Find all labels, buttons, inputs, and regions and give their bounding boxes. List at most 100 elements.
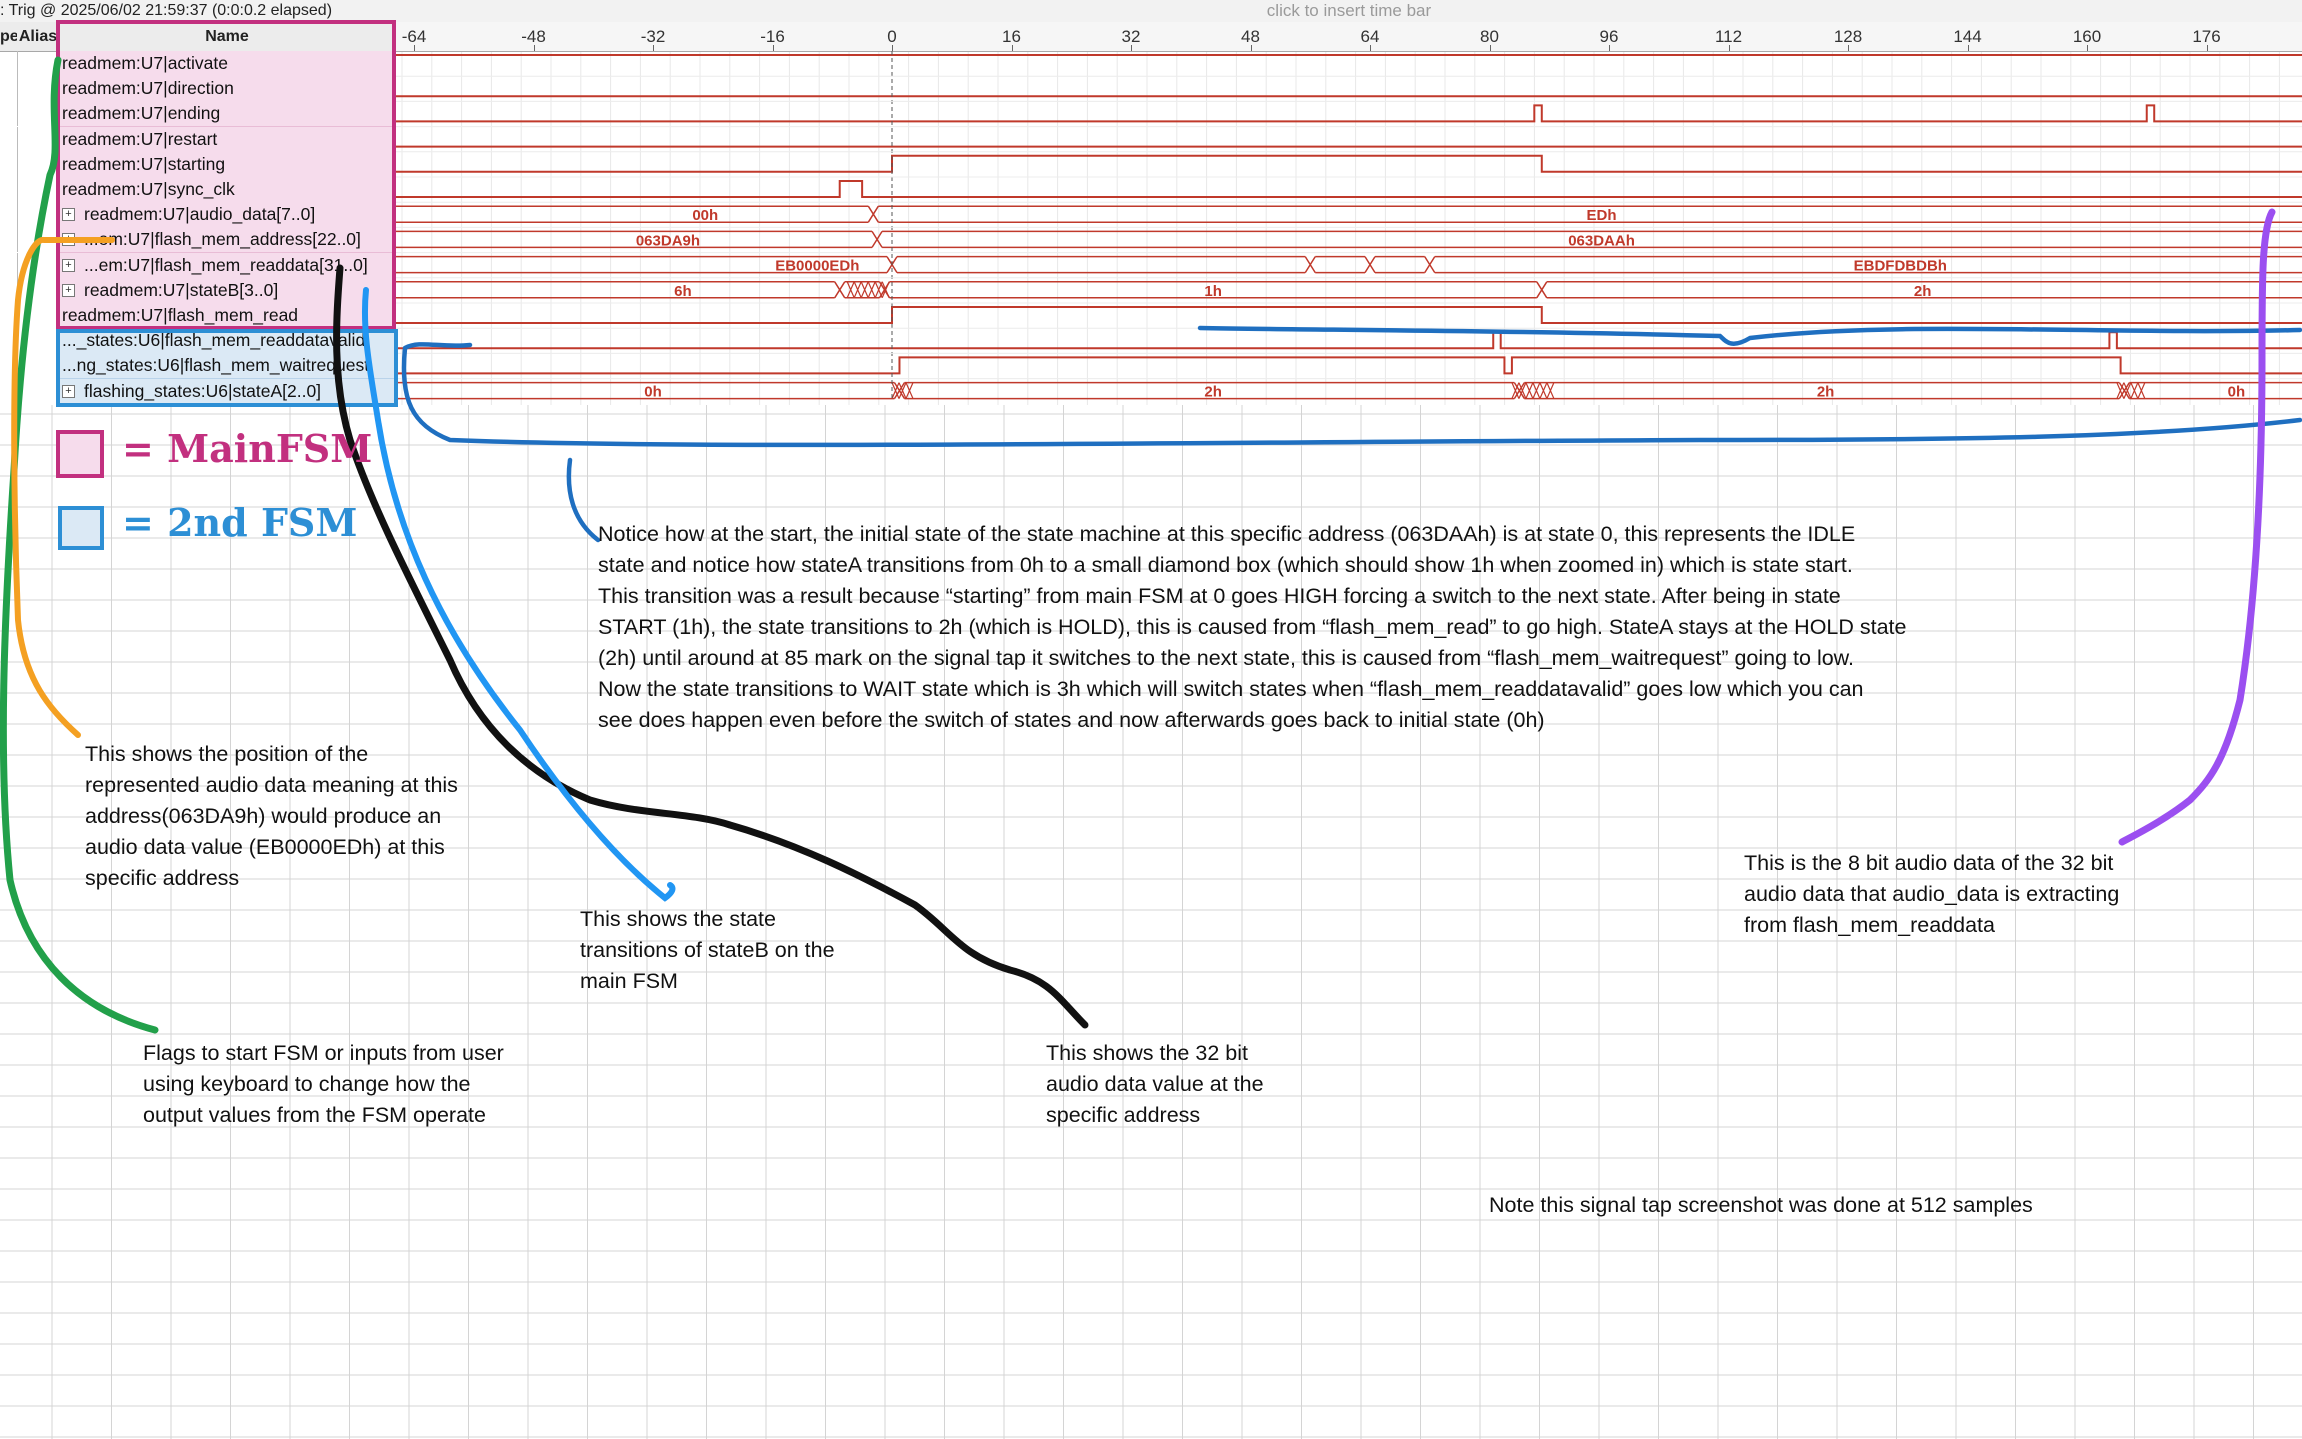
alias-cell xyxy=(18,76,59,102)
ruler-tick-label: 0 xyxy=(887,27,897,46)
ruler-tick-label: 128 xyxy=(1833,27,1863,46)
signal-row[interactable]: readmem:U7|starting xyxy=(0,151,396,178)
note-line: (2h) until around at 85 mark on the sign… xyxy=(598,646,1854,670)
note-line: specific address xyxy=(85,866,240,890)
bus-value-label: EDh xyxy=(1587,207,1617,224)
note-line: using keyboard to change how the xyxy=(143,1072,471,1096)
note-line: audio data value at the xyxy=(1046,1072,1264,1096)
signal-row[interactable]: readmem:U7|direction xyxy=(0,76,396,103)
type-cell xyxy=(0,328,18,354)
note-line: This shows the state xyxy=(580,907,776,931)
signal-row[interactable]: ..._states:U6|flash_mem_readdatavalid xyxy=(0,328,396,355)
bus-transition xyxy=(1525,382,1534,399)
bus-transition xyxy=(834,281,846,299)
alias-cell xyxy=(18,353,59,379)
signal-row[interactable]: ...ng_states:U6|flash_mem_waitrequest xyxy=(0,353,396,380)
stateB-annotation: This shows the state transitions of stat… xyxy=(580,904,835,997)
alias-cell xyxy=(18,101,59,127)
signal-name: readmem:U7|flash_mem_read xyxy=(62,305,299,325)
expand-bus-icon[interactable]: + xyxy=(62,384,75,398)
signal-row[interactable]: +flashing_states:U6|stateA[2..0] xyxy=(0,378,396,405)
insert-time-bar[interactable]: click to insert time bar xyxy=(1266,1,1432,20)
note-line: Now the state transitions to WAIT state … xyxy=(598,677,1864,701)
signal-name: ...em:U7|flash_mem_readdata[31..0] xyxy=(84,254,368,275)
bus-value-label: 0h xyxy=(644,384,662,401)
digital-waveform xyxy=(396,331,2302,350)
type-cell xyxy=(0,76,18,102)
alias-cell xyxy=(18,378,59,404)
expand-bus-icon[interactable]: + xyxy=(62,283,75,297)
note-line: specific address xyxy=(1046,1103,1201,1127)
signal-row[interactable]: readmem:U7|sync_clk xyxy=(0,177,396,203)
signal-name: readmem:U7|starting xyxy=(62,153,226,174)
signal-row[interactable]: readmem:U7|restart xyxy=(0,126,396,153)
ruler-tick-label: -16 xyxy=(760,27,785,46)
signal-row[interactable]: readmem:U7|activate xyxy=(0,51,396,77)
bus-transition xyxy=(874,281,883,299)
signal-name: ..._states:U6|flash_mem_readdatavalid xyxy=(62,330,366,351)
alias-cell xyxy=(18,51,59,76)
alias-column-header[interactable]: Alias xyxy=(18,28,58,45)
ruler-tick xyxy=(1011,45,1013,51)
name-column-header[interactable]: Name xyxy=(205,28,249,45)
type-cell xyxy=(0,202,18,228)
ruler-tick-label: 32 xyxy=(1121,27,1141,46)
note-line: This transition was a result because “st… xyxy=(598,584,1841,608)
type-cell xyxy=(0,378,18,404)
signal-row[interactable]: +...em:U7|flash_mem_address[22..0] xyxy=(0,227,396,254)
type-cell xyxy=(0,177,18,202)
bus-transition xyxy=(867,281,876,299)
note-line: Flags to start FSM or inputs from user xyxy=(143,1041,504,1065)
ruler-tick xyxy=(772,45,774,51)
ruler-tick-label: 48 xyxy=(1241,27,1260,46)
note-line: This shows the 32 bit xyxy=(1046,1041,1248,1065)
ruler-tick xyxy=(1489,45,1491,51)
signal-row[interactable]: + readmem:U7|stateB[3..0] xyxy=(0,277,396,304)
node-list-header: pe Alias Name xyxy=(0,22,396,52)
type-column-header[interactable]: pe xyxy=(0,28,17,45)
bus-value-label: 2h xyxy=(1914,283,1932,300)
signal-name: readmem:U7|ending xyxy=(62,103,221,124)
signal-name: readmem:U7|direction xyxy=(62,78,234,99)
audio-data-annotation: This is the 8 bit audio data of the 32 b… xyxy=(1744,848,2119,941)
alias-cell xyxy=(18,202,59,228)
ruler-tick xyxy=(1609,45,1610,51)
ruler-tick-label: -64 xyxy=(401,27,427,46)
signal-name: readmem:U7|audio_data[7..0] xyxy=(84,204,316,225)
expand-bus-icon[interactable]: + xyxy=(62,233,75,247)
bus-transition xyxy=(1539,382,1548,399)
bus-transition xyxy=(905,382,914,399)
second-fsm-legend-label: = 2nd FSM xyxy=(122,500,358,545)
digital-waveform xyxy=(396,104,2302,123)
note-line: main FSM xyxy=(580,969,678,993)
signal-row[interactable]: readmem:U7|flash_mem_read xyxy=(0,303,396,329)
bus-transition xyxy=(1364,256,1376,273)
flags-annotation: Flags to start FSM or inputs from user u… xyxy=(143,1038,504,1131)
signal-row[interactable]: + ...em:U7|flash_mem_readdata[31..0] xyxy=(0,252,396,279)
note-line: output values from the FSM operate xyxy=(143,1103,486,1127)
type-cell xyxy=(0,303,18,328)
bus-transition xyxy=(871,231,883,248)
signal-row[interactable]: + readmem:U7|audio_data[7..0] xyxy=(0,202,396,229)
expand-bus-icon[interactable]: + xyxy=(62,208,75,222)
ruler-tick xyxy=(1728,45,1730,51)
signal-name: readmem:U7|stateB[3..0] xyxy=(84,279,279,300)
note-line: transitions of stateB on the xyxy=(580,938,835,962)
signal-name: ...ng_states:U6|flash_mem_waitrequest xyxy=(62,355,370,376)
signal-name: readmem:U7|activate xyxy=(62,53,229,73)
ruler-tick xyxy=(1370,45,1371,51)
ruler-tick-label: 160 xyxy=(2072,27,2102,46)
ruler-tick-label: -32 xyxy=(640,27,666,46)
bus-transition xyxy=(2130,382,2139,399)
expand-bus-icon[interactable]: + xyxy=(62,258,75,272)
digital-waveform xyxy=(396,154,2302,173)
ruler-tick xyxy=(1848,45,1849,51)
note-line: state and notice how stateA transitions … xyxy=(598,553,1853,577)
signal-row[interactable]: readmem:U7|ending xyxy=(0,101,396,128)
digital-waveform xyxy=(396,306,2302,324)
alias-cell xyxy=(18,303,59,328)
type-cell xyxy=(0,151,18,177)
bus-value-label: EBDFDBDBh xyxy=(1854,258,1947,275)
